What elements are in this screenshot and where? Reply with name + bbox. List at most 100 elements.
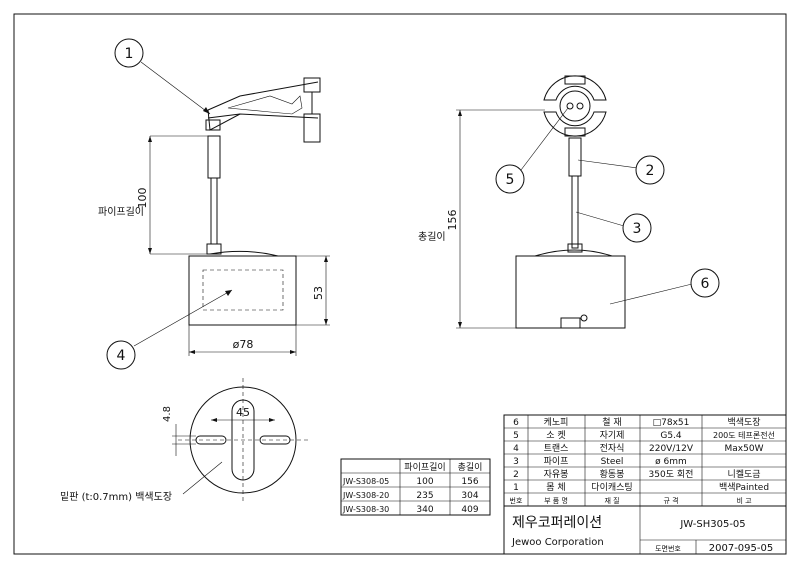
pipe-side — [571, 175, 579, 249]
pipe-collar-side — [567, 243, 583, 253]
variants-cell: JW-S308-30 — [342, 505, 389, 514]
parts-cell: 백색도장 — [727, 417, 760, 428]
doc-number-label: 도면번호 — [655, 544, 681, 553]
front-view: 100 파이프길이 53 ø78 — [98, 61, 330, 356]
socket-center — [559, 90, 591, 122]
lamp-head-lower — [207, 113, 319, 119]
dim-53-text: 53 — [312, 286, 325, 300]
balloon-1-text: 1 — [125, 46, 134, 62]
parts-cell: 자기제 — [600, 430, 625, 441]
parts-header-cell: 부 품 명 — [544, 496, 568, 505]
parts-cell: 파이프 — [544, 456, 569, 467]
parts-header-cell: 규 격 — [663, 497, 678, 505]
dim-156-text: 156 — [446, 210, 459, 231]
balloon-5 — [495, 164, 525, 194]
balloons: 1 4 2 3 5 6 — [106, 38, 720, 370]
parts-cell: 3 — [513, 457, 519, 467]
cable-notch — [560, 317, 581, 328]
side-view: 156 총길이 — [418, 75, 693, 329]
bottom-view: 45 4.8 밑판 (t:0.7mm) 백색도장 — [60, 378, 308, 503]
left-slot — [195, 435, 227, 445]
parts-cell: 다이캐스팅 — [591, 482, 632, 493]
parts-cell: 350도 회전 — [649, 469, 694, 480]
variants-cell: JW-S308-05 — [342, 477, 389, 486]
company-name-kr: 제우코퍼레이션 — [512, 515, 602, 531]
center-slot — [231, 399, 255, 481]
balloon-3 — [622, 213, 652, 243]
parts-cell: 케노피 — [544, 417, 569, 428]
parts-cell: 소 켓 — [546, 430, 565, 441]
variants-cell: 156 — [461, 477, 478, 487]
parts-header-cell: 비 고 — [736, 496, 752, 505]
socket-ring-top — [543, 75, 607, 101]
parts-cell: Max50W — [725, 444, 764, 454]
lamp-clip-top — [303, 77, 321, 93]
dim-4-8-text: 4.8 — [162, 406, 173, 422]
balloon-4-text: 4 — [117, 348, 126, 364]
parts-cell: 4 — [513, 444, 519, 454]
parts-cell: G5.4 — [660, 431, 682, 441]
note-leader — [182, 461, 223, 495]
parts-cell: 몸 체 — [546, 482, 565, 493]
dim-pipe-length-label: 파이프길이 — [98, 205, 144, 218]
parts-cell: 전자식 — [600, 443, 625, 454]
parts-header-cell: 재 질 — [604, 497, 619, 505]
leader-2 — [577, 159, 638, 169]
canopy-body — [188, 255, 297, 326]
lamp-reflector — [227, 95, 303, 115]
dim-45-text: 45 — [236, 406, 250, 419]
free-rod-side — [568, 137, 582, 177]
lamp-head-upper — [207, 81, 319, 111]
leader-1 — [140, 61, 211, 115]
parts-cell: 철 재 — [602, 417, 621, 428]
socket-bottom-slot — [564, 127, 586, 137]
variants-cell: 304 — [461, 491, 478, 501]
drawing-number: JW-SH305-05 — [679, 519, 745, 530]
parts-cell: ø 6mm — [655, 457, 687, 467]
bottom-plate-note: 밑판 (t:0.7mm) 백색도장 — [60, 491, 172, 503]
parts-cell: 니켈도금 — [727, 468, 760, 480]
parts-cell: 황동봉 — [600, 469, 625, 480]
parts-table: 6 케노피 철 재 □78x51 백색도장 5 소 켓 자기제 G5.4 200… — [503, 414, 787, 555]
leader-3 — [575, 211, 625, 227]
parts-cell: 200도 테프론전선 — [713, 430, 775, 440]
pipe-collar — [206, 243, 222, 255]
doc-number: 2007-095-05 — [709, 543, 773, 554]
balloon-2-text: 2 — [646, 163, 655, 179]
leader-4 — [133, 289, 233, 347]
variants-cell: 409 — [461, 505, 478, 515]
leader-6 — [609, 283, 693, 305]
parts-cell: Steel — [601, 457, 624, 467]
parts-header-cell: 번호 — [510, 496, 523, 505]
variants-cell: 340 — [416, 505, 433, 515]
right-slot — [259, 435, 291, 445]
balloon-6 — [690, 268, 720, 298]
socket-pin-right — [576, 102, 584, 110]
parts-cell: 2 — [513, 470, 519, 480]
balloon-3-text: 3 — [633, 221, 642, 237]
variants-cell: 100 — [416, 477, 433, 487]
dim-100-text: 100 — [136, 188, 149, 209]
transformer-hidden — [202, 269, 284, 311]
variants-cell: 235 — [416, 491, 433, 501]
parts-cell: 백색Painted — [719, 482, 769, 493]
socket-top-slot — [564, 75, 586, 85]
parts-cell: 자유봉 — [544, 469, 569, 480]
canopy-body-side — [515, 255, 626, 329]
variants-cell: JW-S308-20 — [342, 491, 389, 500]
parts-cell: □78x51 — [653, 418, 690, 428]
company-name-en: Jewoo Corporation — [511, 537, 604, 548]
canopy-dome — [209, 250, 279, 257]
dim-total-label: 총길이 — [418, 230, 446, 243]
sheet-border — [13, 13, 787, 555]
socket-ring-bottom — [543, 111, 607, 137]
parts-cell: 220V/12V — [649, 444, 694, 454]
parts-cell: 1 — [513, 483, 519, 493]
parts-cell: 트랜스 — [544, 443, 569, 454]
parts-cell: 6 — [513, 418, 519, 428]
balloon-1 — [114, 38, 144, 68]
pipe — [210, 177, 218, 245]
canopy-dome-side — [534, 249, 613, 257]
